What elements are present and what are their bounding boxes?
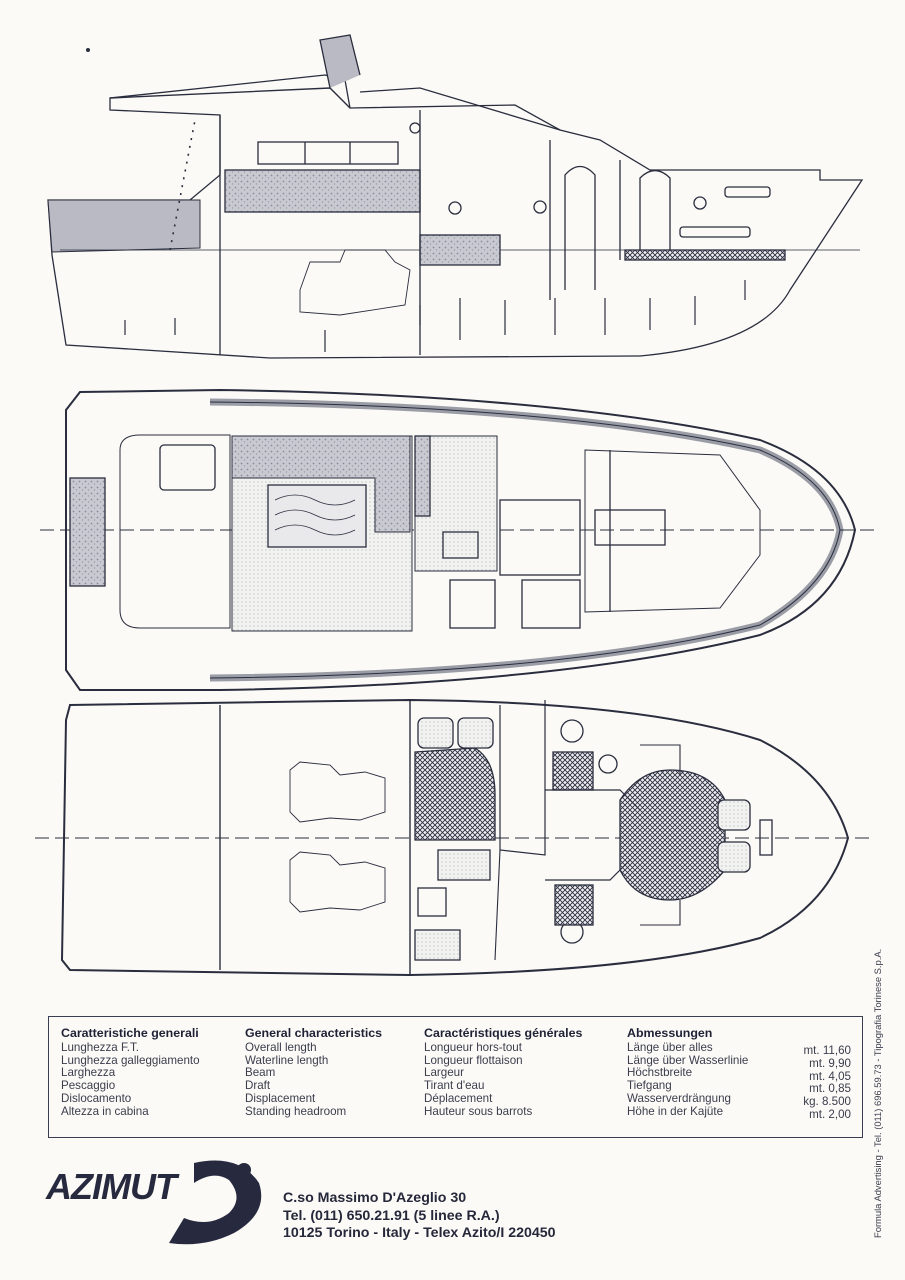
column-heading: General characteristics [245, 1026, 383, 1040]
spec-label: Déplacement [424, 1091, 493, 1105]
specs-values-column: mt. 11,60 mt. 9,90 mt. 4,05 mt. 0,85 kg.… [787, 1044, 851, 1122]
spec-label: Standing headroom [245, 1104, 347, 1118]
spec-label: Pescaggio [61, 1079, 116, 1093]
specs-column-english: General characteristics Overall length W… [245, 1027, 382, 1119]
spec-label: Overall length [245, 1040, 317, 1054]
interior-plan-view [35, 698, 870, 977]
spec-label: Hauteur sous barrots [424, 1104, 533, 1118]
deck-plan-view [40, 388, 875, 691]
spec-value: mt. 9,90 [809, 1056, 851, 1070]
spec-label: Länge über Wasserlinie [627, 1053, 749, 1067]
spec-value: mt. 4,05 [809, 1069, 851, 1083]
printer-credit: Formula Advertising - Tel. (011) 696.59.… [872, 948, 883, 1238]
specs-column-german: Abmessungen Länge über alles Länge über … [627, 1027, 748, 1119]
column-heading: Abmessungen [627, 1026, 713, 1040]
address-line-street: C.so Massimo D'Azeglio 30 [283, 1190, 467, 1206]
spec-value: mt. 11,60 [803, 1044, 851, 1057]
spec-label: Displacement [245, 1091, 316, 1105]
address-line-city: 10125 Torino - Italy - Telex Azito/I 220… [283, 1225, 556, 1242]
column-heading: Caratteristiche generali [61, 1026, 199, 1040]
spec-label: Lunghezza galleggiamento [61, 1053, 200, 1067]
specs-column-french: Caractéristiques générales Longueur hors… [424, 1027, 582, 1119]
spec-label: Beam [245, 1066, 276, 1080]
spec-label: Tiefgang [627, 1079, 672, 1093]
spec-value: mt. 0,85 [809, 1082, 851, 1096]
specifications-table: Caratteristiche generali Lunghezza F.T. … [48, 1016, 863, 1138]
spec-label: Draft [245, 1079, 271, 1093]
azimut-logo-text: AZIMUT [46, 1166, 177, 1207]
spec-label: Wasserverdrängung [627, 1091, 731, 1105]
spec-label: Longueur flottaison [424, 1053, 523, 1067]
side-profile-view [47, 34, 864, 359]
specs-column-italian: Caratteristiche generali Lunghezza F.T. … [61, 1027, 200, 1119]
address-line-phone: Tel. (011) 650.21.91 (5 linee R.A.) [283, 1207, 500, 1224]
spec-label: Larghezza [61, 1066, 116, 1080]
spec-value: kg. 8.500 [803, 1095, 851, 1109]
column-heading: Caractéristiques générales [424, 1026, 583, 1040]
spec-value: mt. 2,00 [809, 1107, 851, 1121]
spec-label: Lunghezza F.T. [61, 1040, 139, 1054]
spec-label: Länge über alles [627, 1040, 713, 1054]
spec-label: Longueur hors-tout [424, 1040, 522, 1054]
boat-drawings [35, 34, 875, 977]
spec-label: Waterline length [245, 1053, 329, 1067]
spec-label: Höhe in der Kajüte [627, 1104, 724, 1118]
spec-label: Höchstbreite [627, 1066, 693, 1080]
azimut-logo-mark [169, 1160, 262, 1245]
spec-label: Altezza in cabina [61, 1104, 149, 1118]
spec-label: Dislocamento [61, 1091, 132, 1105]
spec-label: Largeur [424, 1066, 464, 1080]
spec-label: Tirant d'eau [424, 1079, 485, 1093]
company-address: C.so Massimo D'Azeglio 30 Tel. (011) 650… [283, 1190, 556, 1243]
margin-mark [86, 48, 90, 52]
